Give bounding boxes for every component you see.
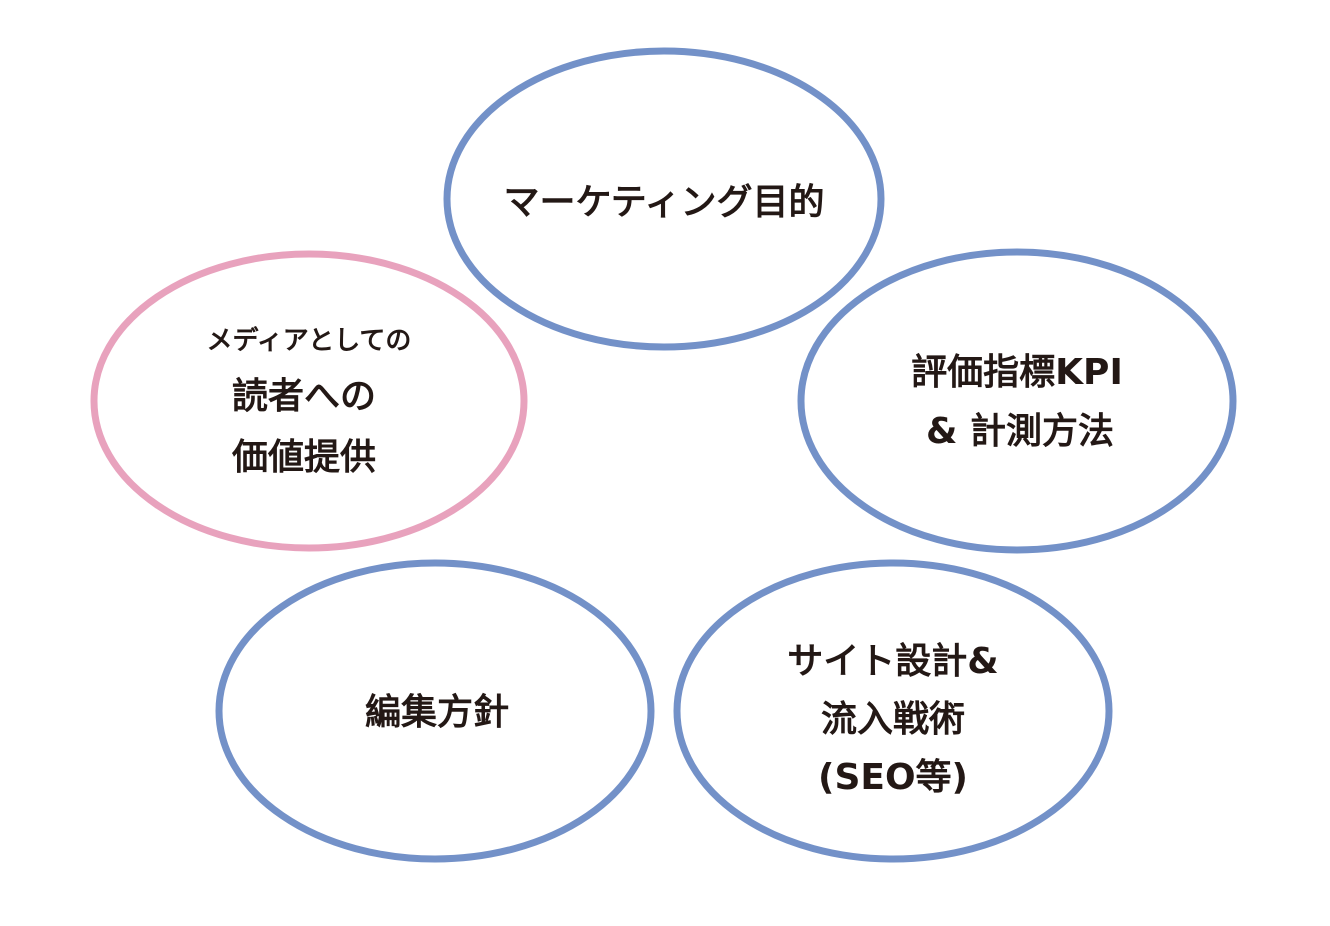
node-reader-value-ring: [90, 250, 528, 552]
node-editorial-policy: 編集方針: [215, 559, 655, 863]
node-kpi-label-line2: & 計測方法: [926, 411, 1114, 452]
node-editorial-policy-label: 編集方針: [365, 692, 509, 733]
node-marketing-purpose: マーケティング目的: [443, 47, 885, 351]
node-editorial-policy-ring: [215, 559, 655, 863]
node-site-design-ring: [673, 559, 1113, 863]
node-reader-value-label-line2: 読者への: [232, 376, 376, 417]
node-site-design-label-line1: サイト設計&: [787, 641, 998, 682]
node-kpi-label-line1: 評価指標KPI: [911, 352, 1123, 393]
node-reader-value-label-line3: 価値提供: [231, 437, 376, 478]
node-marketing-purpose-ring: [443, 47, 885, 351]
node-site-design: サイト設計& 流入戦術 (SEO等): [673, 559, 1113, 863]
node-marketing-purpose-label: マーケティング目的: [503, 182, 824, 223]
node-reader-value-label-line1: メディアとしての: [207, 325, 412, 356]
node-reader-value: メディアとしての 読者への 価値提供: [90, 250, 528, 552]
node-kpi-ring: [797, 248, 1237, 554]
node-site-design-label-line2: 流入戦術: [821, 699, 965, 740]
node-site-design-label-line3: (SEO等): [818, 757, 968, 798]
node-kpi: 評価指標KPI & 計測方法: [797, 248, 1237, 554]
